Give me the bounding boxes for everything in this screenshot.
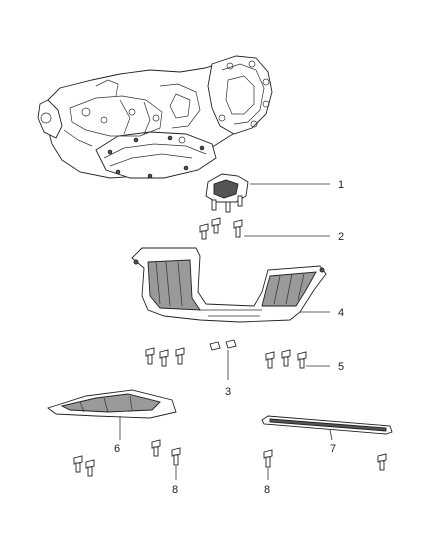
right-support-strip <box>261 415 393 435</box>
bottom-right-bolts <box>263 449 387 471</box>
skid-plate-bolts-right <box>265 349 307 369</box>
callout-8-left: 8 <box>172 484 178 496</box>
mount-bolts <box>199 217 243 240</box>
skid-plate <box>131 247 327 323</box>
callout-8-right: 8 <box>264 484 270 496</box>
leader-7 <box>329 429 333 441</box>
callout-5: 5 <box>338 361 344 373</box>
left-support-plate <box>47 389 177 419</box>
callout-2: 2 <box>338 231 344 243</box>
callout-4: 4 <box>338 307 344 319</box>
callout-7: 7 <box>330 443 336 455</box>
nuts <box>209 339 237 351</box>
transmission-assembly <box>37 55 273 179</box>
callout-6: 6 <box>114 443 120 455</box>
callout-3: 3 <box>225 386 231 398</box>
bottom-left-bolts <box>73 439 181 477</box>
transmission-mount <box>205 173 249 213</box>
callout-1: 1 <box>338 179 344 191</box>
skid-plate-bolts-left <box>145 347 185 367</box>
